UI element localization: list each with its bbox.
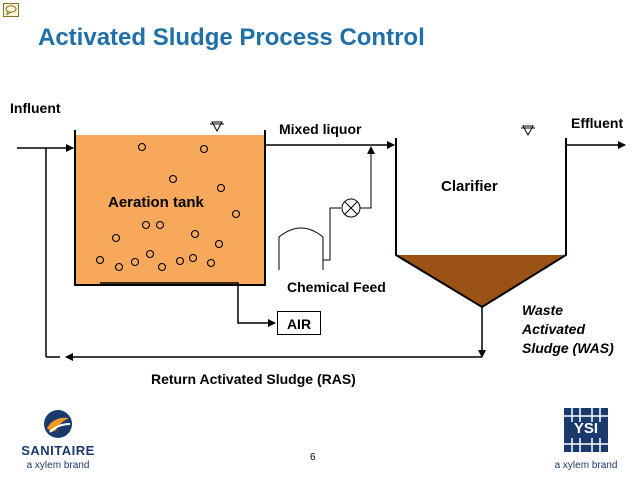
aeration-tank-label: Aeration tank — [108, 194, 204, 211]
chemical-feed-arrowhead — [367, 146, 375, 154]
sanitaire-brand-name: SANITAIRE — [21, 443, 95, 458]
aeration-tank — [74, 130, 266, 286]
ysi-logo: YSI a xylem brand — [540, 408, 632, 474]
sanitaire-logo: SANITAIRE a xylem brand — [8, 408, 108, 474]
chemical-feed-line — [323, 152, 372, 261]
ysi-brand-sub: a xylem brand — [554, 460, 618, 471]
effluent-label: Effluent — [571, 115, 624, 131]
page-number: 6 — [310, 452, 316, 463]
ysi-brand-name: YSI — [573, 420, 599, 437]
air-bubbles — [95, 142, 241, 272]
clarifier — [395, 138, 567, 309]
chemical-feed-tank — [278, 227, 324, 270]
sanitaire-brand-sub: a xylem brand — [26, 460, 90, 471]
air-line — [100, 282, 276, 327]
mixed-liquor-label: Mixed liquor — [279, 121, 362, 137]
was-label-line-2: Activated — [522, 321, 586, 337]
air-label: AIR — [277, 311, 321, 335]
water-level-markers — [210, 121, 535, 137]
was-label: Waste Activated Sludge (WAS) — [522, 301, 614, 358]
influent-label: Influent — [10, 100, 61, 116]
ysi-grid-icon — [564, 408, 608, 452]
page-title: Activated Sludge Process Control — [38, 24, 425, 51]
chemical-feed-label: Chemical Feed — [287, 279, 386, 295]
ras-label: Return Activated Sludge (RAS) — [151, 371, 356, 387]
sanitaire-swirl-icon — [44, 410, 72, 438]
was-label-line-3: Sludge (WAS) — [522, 340, 614, 356]
was-label-line-1: Waste — [522, 302, 563, 318]
clarifier-label: Clarifier — [441, 178, 498, 195]
comment-icon[interactable] — [3, 3, 19, 17]
